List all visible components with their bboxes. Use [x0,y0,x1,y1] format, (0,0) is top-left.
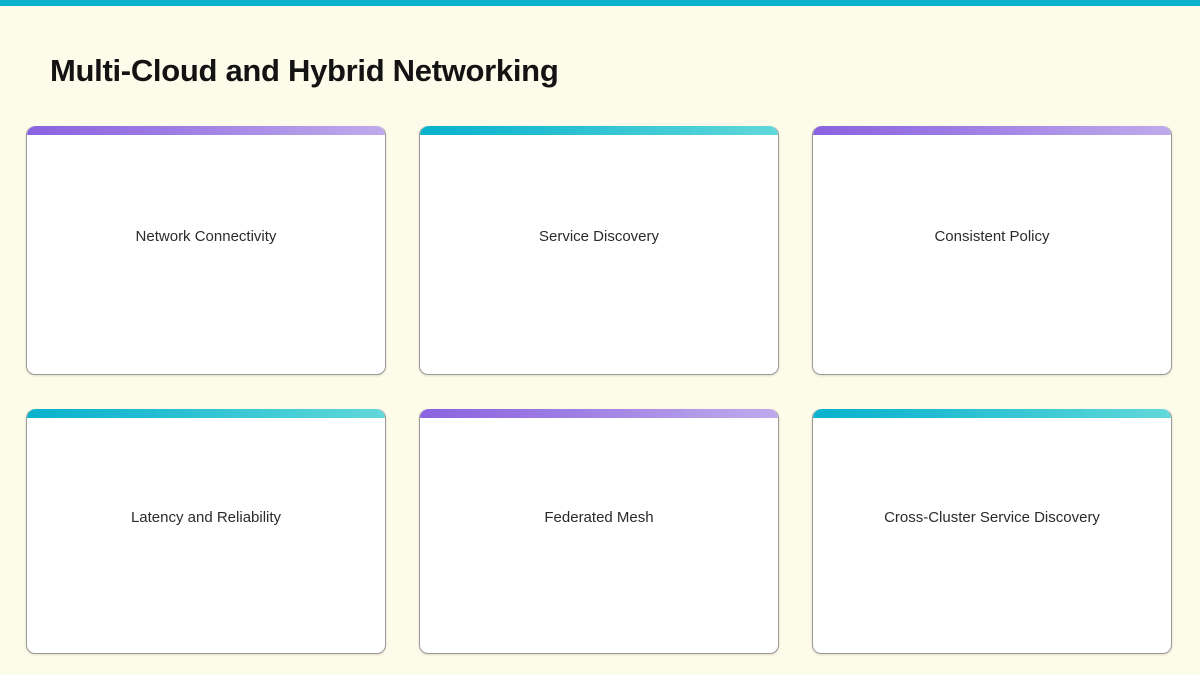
card-accent-bar [420,409,778,418]
card-grid: Network Connectivity Service Discovery C… [26,126,1174,654]
content-panel: Multi-Cloud and Hybrid Networking Networ… [0,6,1190,675]
card-latency-and-reliability[interactable]: Latency and Reliability [26,409,386,654]
card-accent-bar [813,126,1171,135]
card-consistent-policy[interactable]: Consistent Policy [812,126,1172,375]
card-label: Federated Mesh [544,509,654,526]
card-network-connectivity[interactable]: Network Connectivity [26,126,386,375]
card-label: Consistent Policy [934,228,1050,245]
card-row-2: Latency and Reliability Federated Mesh C… [26,409,1174,654]
card-label: Network Connectivity [135,228,277,245]
card-accent-bar [813,409,1171,418]
card-label: Cross-Cluster Service Discovery [884,509,1100,526]
card-label: Service Discovery [538,228,660,245]
card-accent-bar [420,126,778,135]
card-service-discovery[interactable]: Service Discovery [419,126,779,375]
card-row-1: Network Connectivity Service Discovery C… [26,126,1174,375]
card-cross-cluster-service-discovery[interactable]: Cross-Cluster Service Discovery [812,409,1172,654]
card-accent-bar [27,126,385,135]
card-label: Latency and Reliability [130,509,282,526]
card-federated-mesh[interactable]: Federated Mesh [419,409,779,654]
top-accent-bar [0,0,1200,6]
card-accent-bar [27,409,385,418]
page-title: Multi-Cloud and Hybrid Networking [50,52,559,88]
